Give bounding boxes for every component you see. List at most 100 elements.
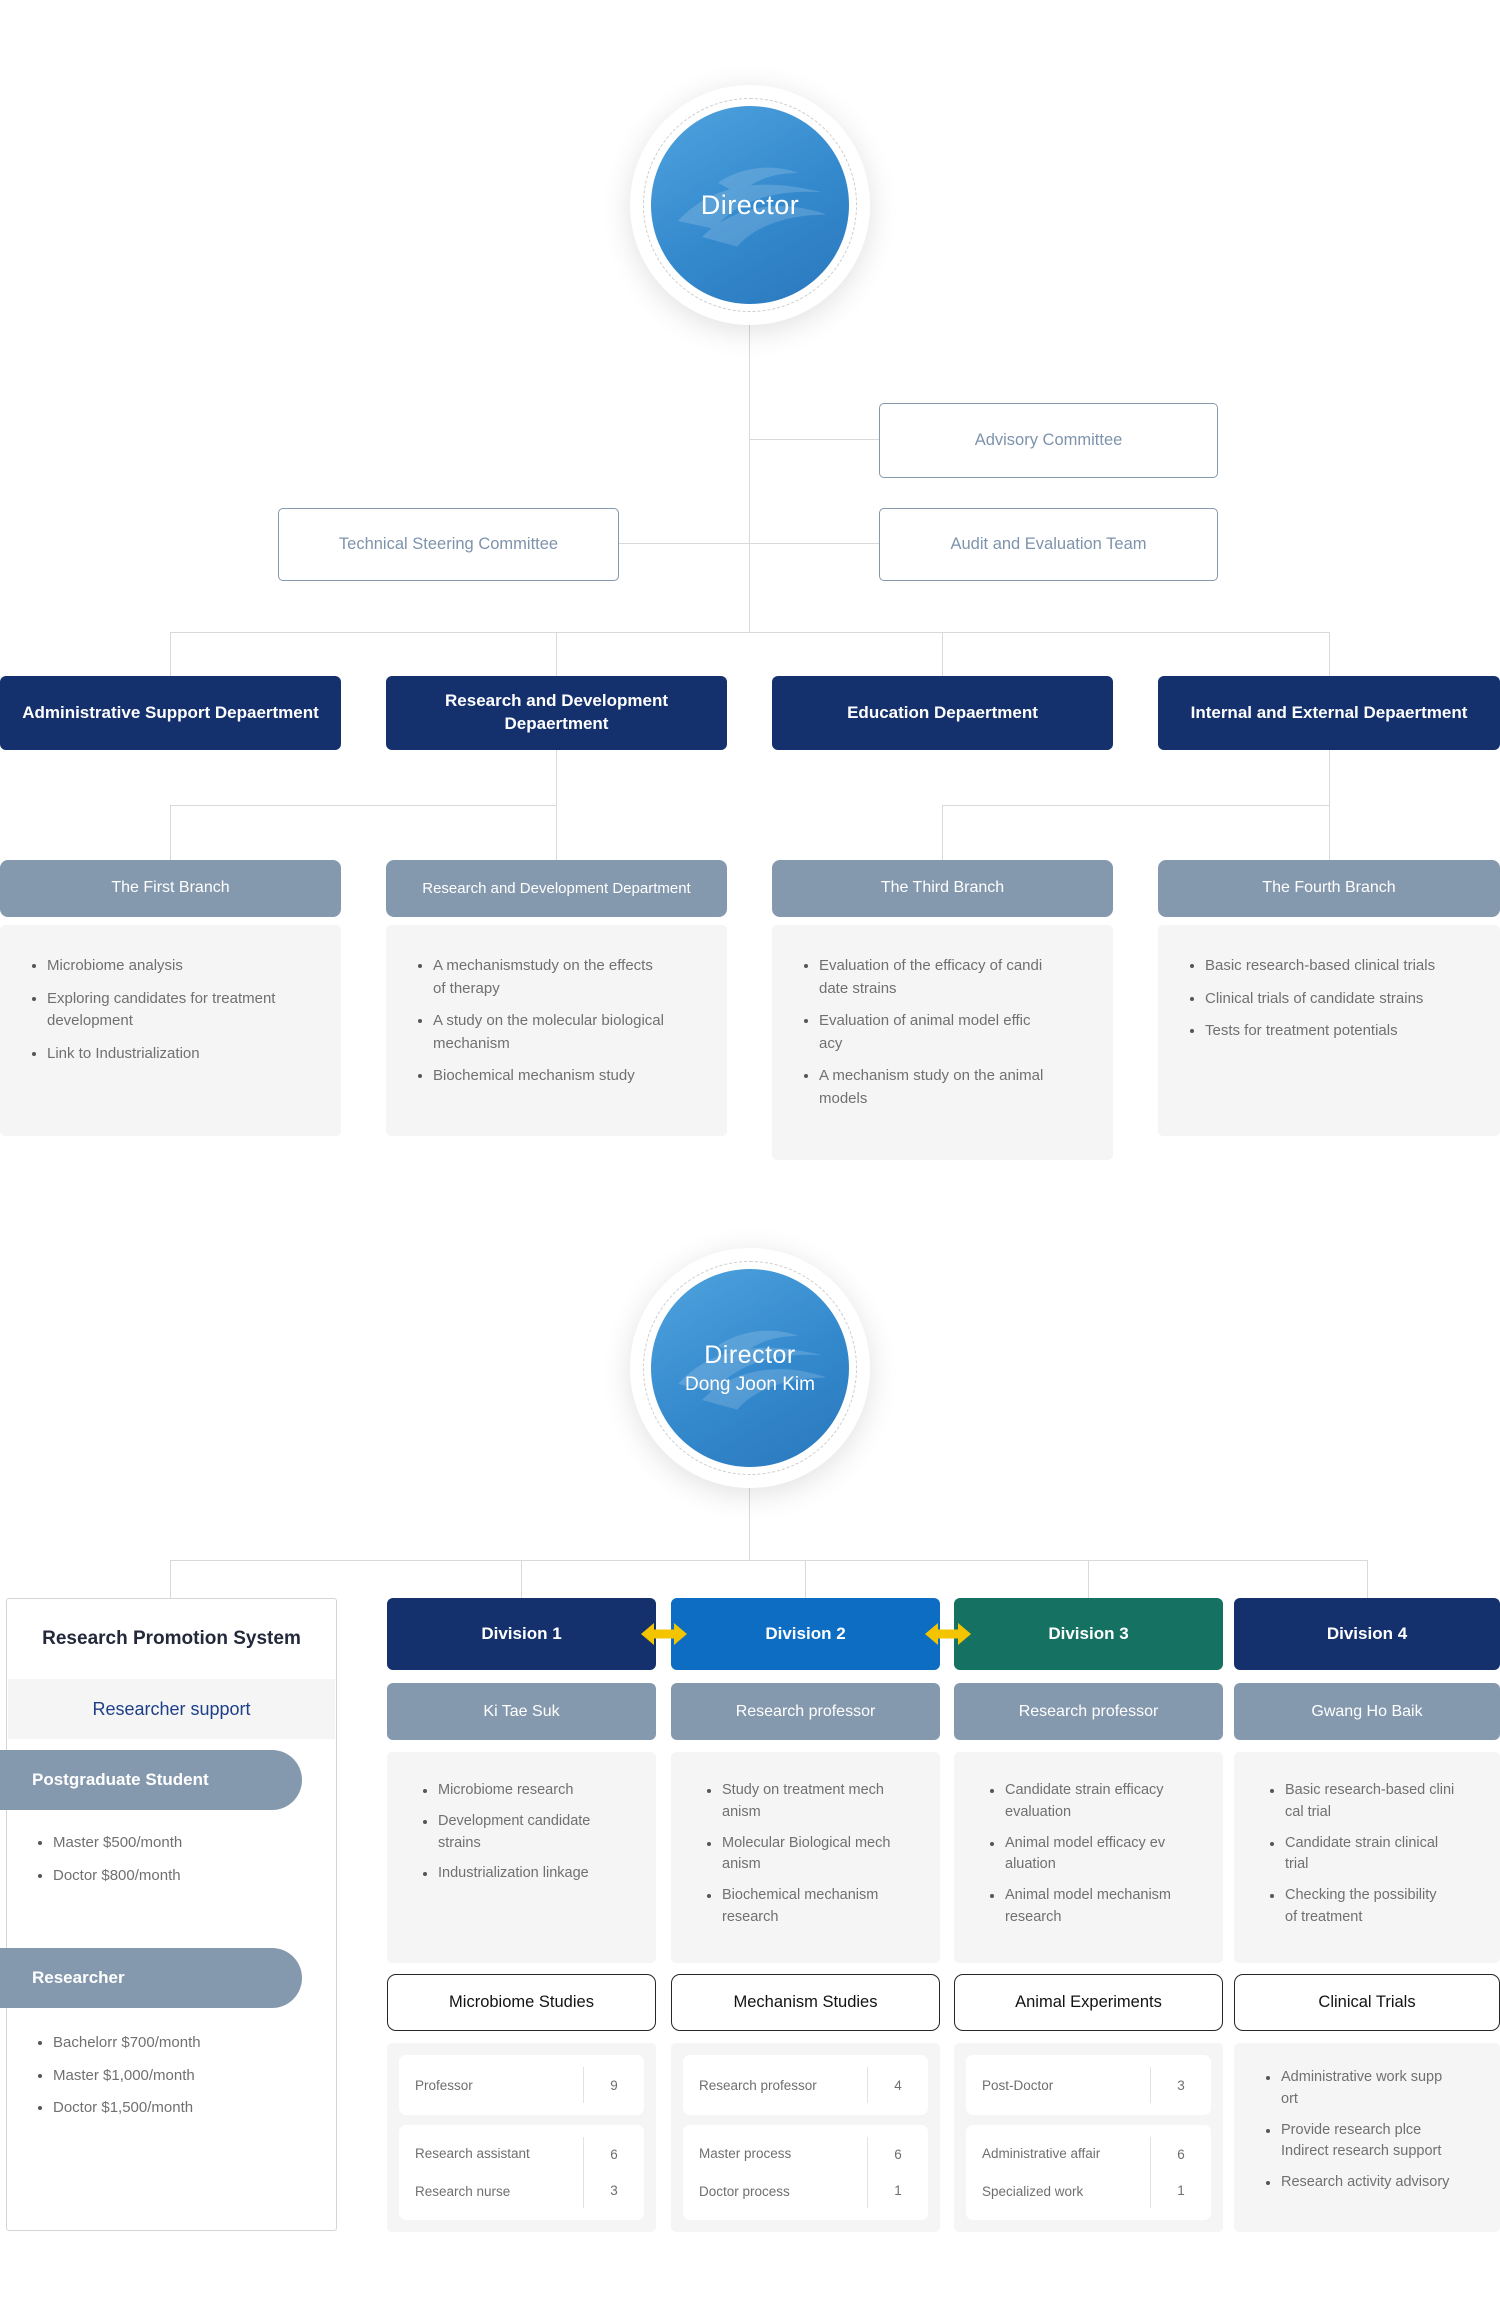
connector-line — [170, 805, 557, 806]
connector-line — [1367, 1560, 1368, 1598]
division-4-duties: Basic research-based clini cal trial Can… — [1234, 1752, 1500, 1963]
branch-header-rnd: Research and Development Department — [386, 860, 727, 917]
director-circle-2: Director Dong Joon Kim — [630, 1248, 870, 1488]
connector-line — [170, 632, 1329, 633]
branch-item: Evaluation of the efficacy of candi date… — [802, 955, 1091, 1000]
study-box-mechanism: Mechanism Studies — [671, 1974, 940, 2031]
division-item: Microbiome research — [421, 1780, 642, 1802]
division-4-notes-panel: Administrative work supp ort Provide res… — [1234, 2043, 1500, 2232]
division-2-head-person: Research professor — [671, 1683, 940, 1740]
division-1-head-person: Ki Tae Suk — [387, 1683, 656, 1740]
division-item: Basic research-based clini cal trial — [1268, 1780, 1486, 1824]
branch-item: Link to Industrialization — [30, 1043, 319, 1066]
staff-label: Specialized work — [982, 2183, 1084, 2199]
division-3-staff-panel: Post-Doctor 3 Administrative affair Spec… — [954, 2043, 1223, 2232]
connector-line — [1088, 1560, 1089, 1598]
division-4-head-person: Gwang Ho Baik — [1234, 1683, 1500, 1740]
staff-label: Research professor — [699, 2077, 817, 2093]
director-label: Director — [704, 1340, 796, 1369]
connector-line — [170, 632, 171, 676]
branch-item: A mechanism study on the animal models — [802, 1065, 1091, 1110]
study-box-microbiome: Microbiome Studies — [387, 1974, 656, 2031]
branch-header-fourth: The Fourth Branch — [1158, 860, 1500, 917]
connector-line — [521, 1560, 522, 1598]
director-label: Director — [700, 189, 800, 220]
division-2-duties: Study on treatment mech anism Molecular … — [671, 1752, 940, 1963]
promotion-item: Doctor $800/month — [36, 1865, 296, 1888]
technical-steering-committee-box: Technical Steering Committee — [278, 508, 619, 581]
connector-line — [556, 632, 557, 676]
staff-label: Administrative affair — [982, 2146, 1101, 2162]
double-arrow-icon — [925, 1623, 971, 1645]
researcher-list: Bachelorr $700/month Master $1,000/month… — [6, 2020, 306, 2130]
department-box-internal-external: Internal and External Depaertment — [1158, 676, 1500, 750]
branch-header-third: The Third Branch — [772, 860, 1113, 917]
staff-count: 6 — [1177, 2147, 1185, 2163]
note-item: Administrative work supp ort — [1264, 2067, 1488, 2111]
connector-line — [942, 805, 943, 860]
connector-line — [749, 1488, 750, 1560]
connector-line — [942, 632, 943, 676]
staff-label: Master process — [699, 2146, 792, 2162]
pill-researcher: Researcher — [0, 1948, 302, 2008]
branch-item: Evaluation of animal model effic acy — [802, 1010, 1091, 1055]
connector-line — [942, 805, 1330, 806]
branch-item: Exploring candidates for treatment devel… — [30, 988, 319, 1033]
division-2-staff-panel: Research professor 4 Master process Doct… — [671, 2043, 940, 2232]
connector-line — [170, 805, 171, 860]
staff-label: Post-Doctor — [982, 2077, 1054, 2093]
staff-count: 4 — [894, 2077, 902, 2093]
division-1-header: Division 1 — [387, 1598, 656, 1670]
branch-item: Tests for treatment potentials — [1188, 1020, 1478, 1043]
promotion-title: Research Promotion System — [42, 1628, 301, 1649]
division-item: Animal model efficacy ev aluation — [988, 1833, 1209, 1877]
pill-postgraduate-student: Postgraduate Student — [0, 1750, 302, 1810]
department-box-rnd: Research and Development Depaertment — [386, 676, 727, 750]
staff-count: 1 — [894, 2182, 902, 2198]
division-3-header: Division 3 — [954, 1598, 1223, 1670]
branch-header-first: The First Branch — [0, 860, 341, 917]
division-item: Checking the possibility of treatment — [1268, 1885, 1486, 1929]
division-3-head-person: Research professor — [954, 1683, 1223, 1740]
staff-count: 3 — [610, 2182, 618, 2198]
branch-item: Clinical trials of candidate strains — [1188, 988, 1478, 1011]
staff-card: Master process Doctor process 6 1 — [683, 2125, 928, 2220]
staff-count: 6 — [894, 2147, 902, 2163]
researcher-support-band: Researcher support — [8, 1679, 335, 1739]
dashed-ring — [643, 98, 857, 312]
staff-card: Research assistant Research nurse 6 3 — [399, 2125, 644, 2220]
logo-swirl-icon — [678, 1330, 827, 1410]
promotion-item: Master $500/month — [36, 1832, 296, 1855]
staff-label: Doctor process — [699, 2183, 790, 2199]
staff-label: Research nurse — [415, 2183, 511, 2199]
advisory-committee-box: Advisory Committee — [879, 403, 1218, 478]
audit-evaluation-team-box: Audit and Evaluation Team — [879, 508, 1218, 581]
division-item: Industrialization linkage — [421, 1863, 642, 1885]
staff-card: Administrative affair Specialized work 6… — [966, 2125, 1211, 2220]
branch-card-rnd: A mechanismstudy on the effects of thera… — [386, 925, 727, 1136]
branch-card-fourth: Basic research-based clinical trials Cli… — [1158, 925, 1500, 1136]
staff-count: 1 — [1177, 2182, 1185, 2198]
postgraduate-list: Master $500/month Doctor $800/month — [6, 1820, 306, 1897]
division-item: Biochemical mechanism research — [705, 1885, 926, 1929]
director-circle-inner: Director — [651, 106, 849, 304]
branch-item: Basic research-based clinical trials — [1188, 955, 1478, 978]
connector-line — [750, 439, 879, 440]
division-item: Candidate strain clinical trial — [1268, 1833, 1486, 1877]
staff-label: Research assistant — [415, 2146, 530, 2162]
research-promotion-panel: Research Promotion System Researcher sup… — [6, 1598, 337, 2231]
division-item: Development candidate strains — [421, 1811, 642, 1855]
division-3-duties: Candidate strain efficacy evaluation Ani… — [954, 1752, 1223, 1963]
promotion-item: Master $1,000/month — [36, 2065, 296, 2088]
branch-item: A study on the molecular biological mech… — [416, 1010, 705, 1055]
note-item: Research activity advisory — [1264, 2172, 1488, 2194]
department-box-education: Education Depaertment — [772, 676, 1113, 750]
director-circle: Director — [630, 85, 870, 325]
branch-card-third: Evaluation of the efficacy of candi date… — [772, 925, 1113, 1160]
connector-line — [805, 1560, 806, 1598]
branch-item: Biochemical mechanism study — [416, 1065, 705, 1088]
promotion-item: Doctor $1,500/month — [36, 2097, 296, 2120]
director-circle-2-inner: Director Dong Joon Kim — [651, 1269, 849, 1467]
staff-card: Research professor 4 — [683, 2055, 928, 2115]
